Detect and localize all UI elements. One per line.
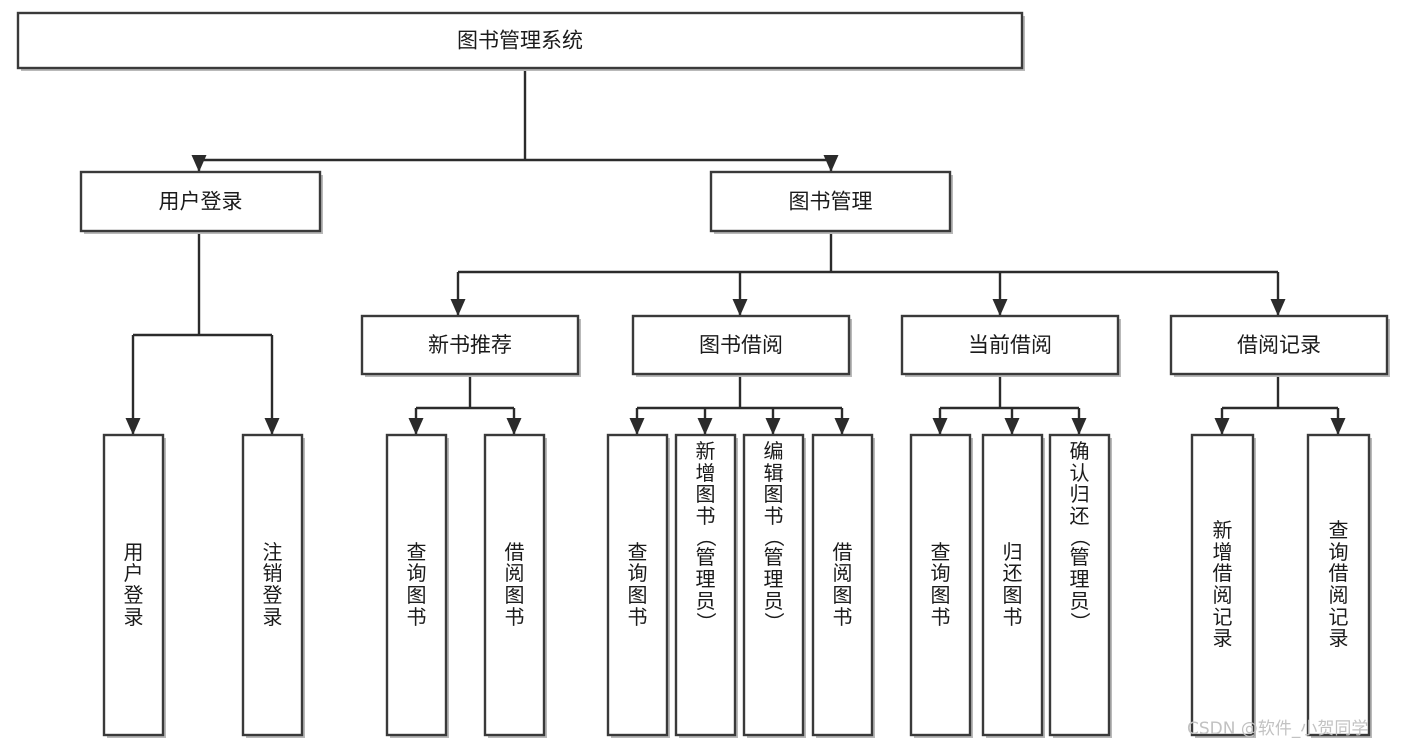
arrow-head-icon xyxy=(125,418,141,435)
arrow-head-icon xyxy=(1214,418,1230,435)
arrow-head-icon xyxy=(1071,418,1087,435)
arrow-head-icon xyxy=(191,155,207,172)
arrow-head-icon xyxy=(932,418,948,435)
node-leaf-borrow-book[interactable] xyxy=(811,433,874,737)
node-label-user-login: 用户登录 xyxy=(159,190,243,214)
connector-lines xyxy=(125,68,1346,435)
node-user-login[interactable] xyxy=(79,170,322,233)
arrow-head-icon xyxy=(264,418,280,435)
node-book-management[interactable] xyxy=(709,170,952,233)
node-leaf-user-logout[interactable] xyxy=(241,433,304,737)
node-leaf-confirm-return-admin[interactable] xyxy=(1048,433,1111,737)
arrow-head-icon xyxy=(1330,418,1346,435)
node-label-book-borrow: 图书借阅 xyxy=(699,333,783,357)
arrow-head-icon xyxy=(1004,418,1020,435)
node-leaf-query-book-current[interactable] xyxy=(909,433,972,737)
arrow-head-icon xyxy=(992,299,1008,316)
node-label-root: 图书管理系统 xyxy=(457,29,583,53)
node-book-borrow[interactable] xyxy=(631,314,851,376)
node-leaf-user-login[interactable] xyxy=(102,433,165,737)
node-root-root[interactable] xyxy=(16,11,1024,70)
node-leaf-return-book[interactable] xyxy=(981,433,1044,737)
node-leaf-edit-book-admin[interactable] xyxy=(742,433,805,737)
watermark-text: CSDN @软件_小贺同学 xyxy=(1187,719,1369,739)
arrow-head-icon xyxy=(765,418,781,435)
arrow-head-icon xyxy=(697,418,713,435)
node-label-new-book-recommend: 新书推荐 xyxy=(428,333,512,357)
node-label-borrow-record: 借阅记录 xyxy=(1237,333,1321,357)
node-label-current-borrow: 当前借阅 xyxy=(968,333,1052,357)
arrow-head-icon xyxy=(506,418,522,435)
arrow-head-icon xyxy=(629,418,645,435)
node-leaf-query-book-borrow[interactable] xyxy=(606,433,669,737)
arrow-head-icon xyxy=(823,155,839,172)
node-current-borrow[interactable] xyxy=(900,314,1120,376)
arrow-head-icon xyxy=(732,299,748,316)
arrow-head-icon xyxy=(450,299,466,316)
arrow-head-icon xyxy=(408,418,424,435)
node-leaf-borrow-book-recommend[interactable] xyxy=(483,433,546,737)
arrow-head-icon xyxy=(834,418,850,435)
node-new-book-recommend[interactable] xyxy=(360,314,580,376)
node-borrow-record[interactable] xyxy=(1169,314,1389,376)
node-boxes xyxy=(16,11,1390,738)
node-leaf-add-borrow-record[interactable] xyxy=(1190,433,1255,737)
node-label-book-management: 图书管理 xyxy=(789,190,873,214)
node-leaf-query-borrow-record[interactable] xyxy=(1306,433,1371,737)
node-leaf-query-book-recommend[interactable] xyxy=(385,433,448,737)
node-leaf-add-book-admin[interactable] xyxy=(674,433,737,737)
arrow-head-icon xyxy=(1270,299,1286,316)
